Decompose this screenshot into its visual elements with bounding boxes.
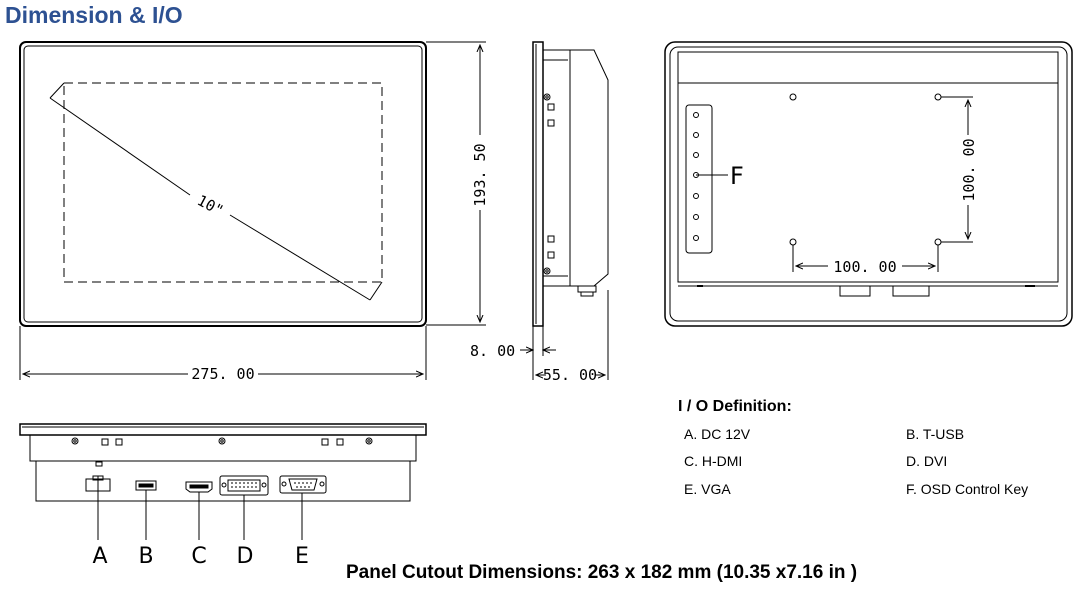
vesa-vertical-label: 100. 00 xyxy=(960,138,978,201)
osd-tag: F xyxy=(730,162,744,190)
port-tag-d: D xyxy=(237,544,254,569)
height-dimension xyxy=(426,41,486,326)
rear-panel xyxy=(677,51,1059,283)
vesa-holes xyxy=(789,93,942,246)
height-label: 193. 50 xyxy=(471,143,489,206)
port-tag-c: C xyxy=(191,544,206,569)
io-item-d: D. DVI xyxy=(906,453,948,469)
bottom-view xyxy=(19,423,427,540)
front-depth-label: 8. 00 xyxy=(470,342,515,360)
port-dc xyxy=(85,461,111,492)
bottom-lower-body xyxy=(35,460,411,502)
side-body xyxy=(543,49,609,287)
port-vga xyxy=(279,475,327,494)
front-bezel-outer xyxy=(19,41,427,327)
io-item-a: A. DC 12V xyxy=(684,426,751,442)
bottom-upper-body xyxy=(29,434,417,462)
width-dimension xyxy=(19,326,427,380)
port-tag-e: E xyxy=(295,544,309,569)
front-view xyxy=(19,41,427,327)
diagonal-line-lower xyxy=(229,214,371,301)
panel-cutout-dimensions: Panel Cutout Dimensions: 263 x 182 mm (1… xyxy=(346,562,858,583)
total-depth-label: 55. 00 xyxy=(543,366,597,384)
vesa-horizontal-label: 100. 00 xyxy=(833,258,896,276)
io-item-e: E. VGA xyxy=(684,481,731,497)
port-tag-a: A xyxy=(92,544,107,569)
osd-key-strip xyxy=(685,104,713,254)
width-label: 275. 00 xyxy=(191,365,254,383)
rear-view xyxy=(664,41,1073,327)
depth-dimensions xyxy=(520,290,609,380)
port-hdmi xyxy=(185,481,213,493)
io-definition-heading: I / O Definition: xyxy=(678,398,792,415)
rear-bezel-inner xyxy=(669,46,1068,322)
diagonal-label: 10" xyxy=(194,191,226,220)
port-usb xyxy=(135,480,157,491)
io-item-f: F. OSD Control Key xyxy=(906,481,1029,497)
front-bezel-inner xyxy=(23,45,423,323)
port-dvi xyxy=(219,475,269,496)
port-tag-b: B xyxy=(138,544,153,569)
rear-outer xyxy=(664,41,1073,327)
side-view xyxy=(532,41,609,327)
active-area xyxy=(63,82,383,283)
osd-buttons xyxy=(693,112,699,241)
side-bezel xyxy=(532,41,544,327)
page-title: Dimension & I/O xyxy=(5,2,183,28)
io-item-b: B. T-USB xyxy=(906,426,965,442)
io-item-c: C. H-DMI xyxy=(684,453,743,469)
diagonal-line-upper xyxy=(49,97,191,196)
bottom-bezel xyxy=(19,423,427,436)
